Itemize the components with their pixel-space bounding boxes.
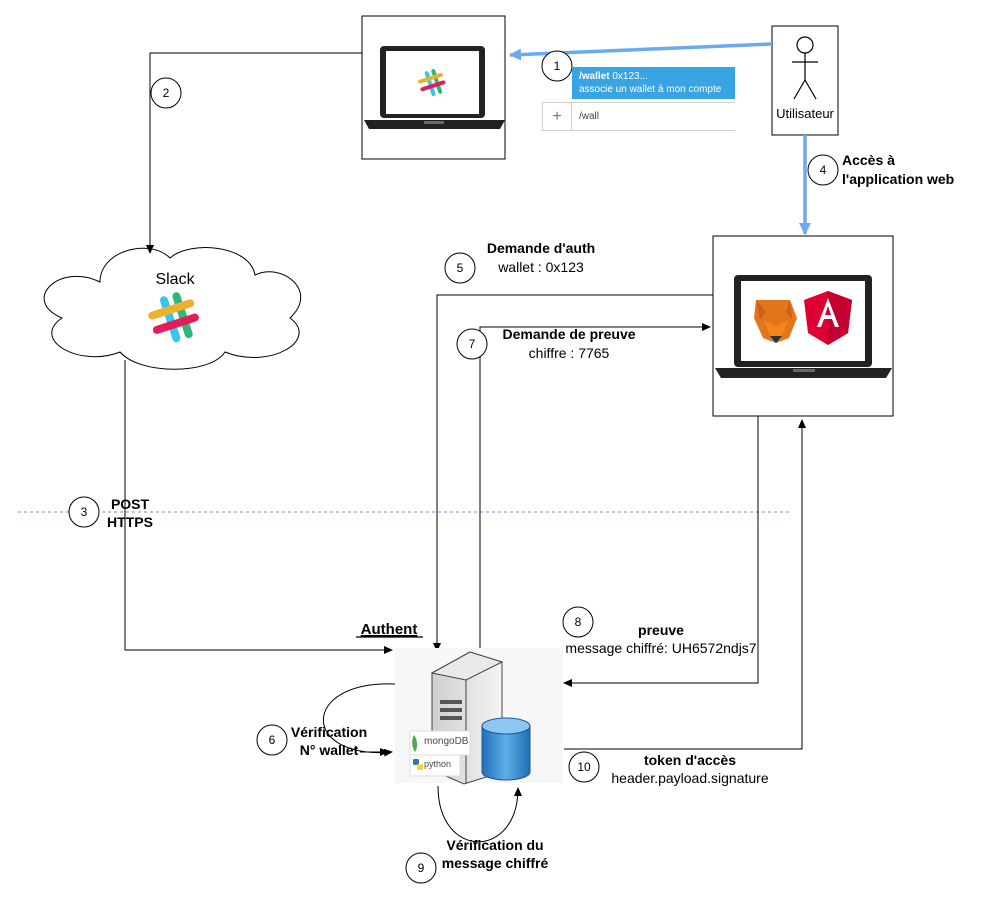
slack-laptop <box>361 15 506 160</box>
slack-command-arg: 0x123... <box>612 71 648 82</box>
svg-text:5: 5 <box>457 261 464 275</box>
step-1-badge: 1 <box>541 50 573 82</box>
database-icon <box>481 717 531 781</box>
svg-text:2: 2 <box>163 86 170 100</box>
svg-text:10: 10 <box>577 760 591 774</box>
step-7-label-2: chiffre : 7765 <box>529 345 610 361</box>
step-6-label-2: N° wallet <box>300 742 359 758</box>
step-7-label-1: Demande de preuve <box>502 326 635 342</box>
step-3-label-2: HTTPS <box>107 514 153 530</box>
arrow-slack-to-cloud <box>146 52 362 254</box>
mongodb-label: mongoDB <box>424 736 469 747</box>
step-5-badge: 5 <box>444 252 476 284</box>
svg-text:6: 6 <box>269 733 276 747</box>
mongodb-leaf-icon <box>412 735 418 752</box>
step-3-label-1: POST <box>111 496 150 512</box>
user-actor: Utilisateur <box>771 25 839 136</box>
arrow-server-to-webapp-token <box>564 419 806 750</box>
svg-text:7: 7 <box>469 337 476 351</box>
arrow-webapp-to-server-preuve <box>563 416 759 687</box>
plus-icon[interactable]: + <box>543 103 572 130</box>
step-10-badge: 10 <box>568 751 600 783</box>
step-8-label-1: preuve <box>638 622 684 638</box>
python-logo-icon <box>413 759 423 770</box>
server-title: Authent <box>361 621 418 638</box>
step-4-label-1: Accès à <box>842 152 895 168</box>
user-label: Utilisateur <box>776 106 834 121</box>
step-5-label-2: wallet : 0x123 <box>497 259 584 275</box>
step-8-badge: 8 <box>562 606 594 638</box>
slack-cloud-label: Slack <box>155 271 195 288</box>
arrow-server-to-webapp-proof <box>479 323 711 650</box>
arrow-cloud-to-server <box>124 360 393 654</box>
slack-logo-icon <box>417 68 446 97</box>
arrow-webapp-to-server-auth <box>433 294 713 652</box>
step-4-label-2: l'application web <box>842 171 954 187</box>
svg-text:8: 8 <box>575 615 582 629</box>
slack-cloud: Slack <box>43 247 302 370</box>
step-10-label-1: token d'accès <box>644 752 736 768</box>
svg-text:3: 3 <box>81 505 88 519</box>
auth-server: Authent <box>356 621 563 785</box>
metamask-fox-icon <box>754 300 797 343</box>
slack-input-value: /wall <box>579 111 600 122</box>
step-7-badge: 7 <box>456 328 488 360</box>
slack-command-name: /wallet <box>579 71 610 82</box>
slack-logo-icon <box>148 292 199 343</box>
step-9-badge: 9 <box>405 852 437 884</box>
python-label: python <box>424 759 452 769</box>
angular-logo-icon <box>804 291 852 345</box>
step-2-badge: 2 <box>150 77 182 109</box>
step-3-badge: 3 <box>68 496 100 528</box>
svg-text:9: 9 <box>418 861 425 875</box>
step-10-label-2: header.payload.signature <box>611 770 768 786</box>
slack-command-description: associe un wallet à mon compte <box>579 84 722 95</box>
arrow-verif-message <box>437 785 522 843</box>
arrow-verif-wallet <box>323 683 396 757</box>
step-8-label-2: message chiffré: UH6572ndjs7 <box>565 640 756 656</box>
slack-message-input[interactable]: + /wall <box>542 102 735 131</box>
svg-text:4: 4 <box>820 163 827 177</box>
step-6-label-1: Vérification <box>291 724 367 740</box>
webapp-laptop <box>712 235 894 417</box>
step-9-label-1: Vérification du <box>446 837 543 853</box>
step-9-label-2: message chiffré <box>442 855 549 871</box>
step-4-badge: 4 <box>807 154 839 186</box>
slack-command-suggestion[interactable]: /wallet 0x123... associe un wallet à mon… <box>572 67 735 99</box>
step-6-badge: 6 <box>256 724 288 756</box>
step-5-label-1: Demande d'auth <box>487 240 595 256</box>
svg-text:1: 1 <box>554 59 561 73</box>
